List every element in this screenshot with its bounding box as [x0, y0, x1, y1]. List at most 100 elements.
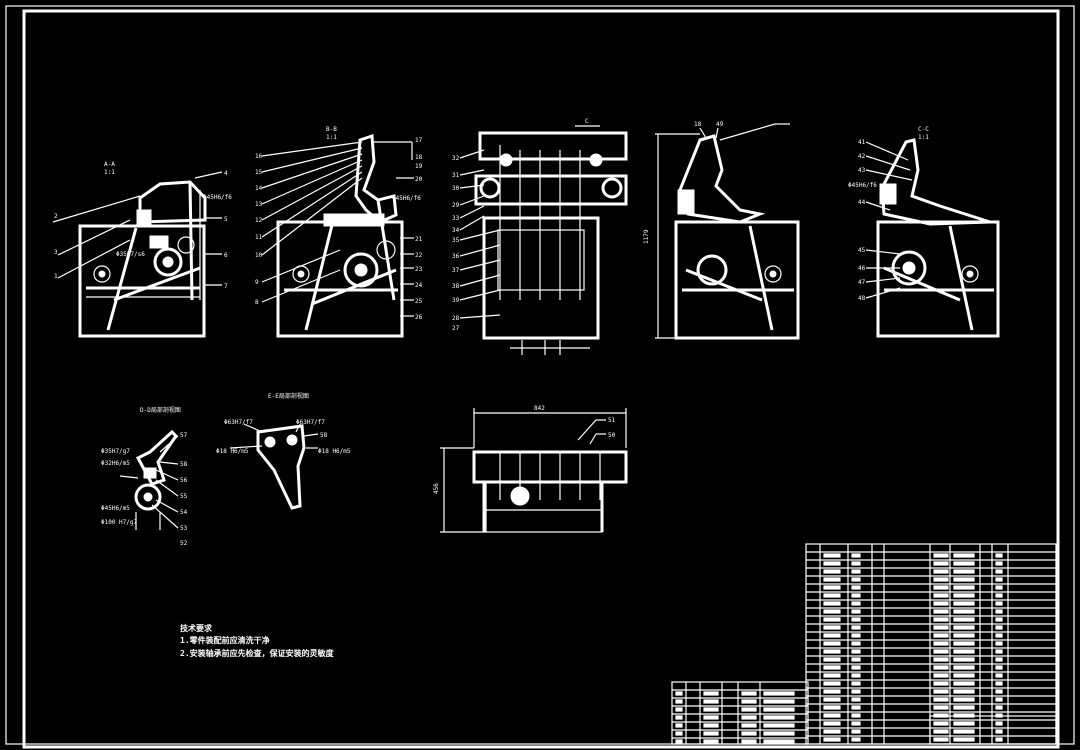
detail-d-d: D-D局部剖视图 57 58 56 55 54 53 52 Φ35H7/g7 Φ…	[101, 406, 188, 547]
table-cell-fill	[933, 737, 949, 742]
table-cell-fill	[953, 633, 975, 638]
table-cell-fill	[953, 657, 975, 662]
label: 10	[255, 252, 263, 259]
label: 14	[255, 185, 263, 192]
table-cell-fill	[933, 633, 949, 638]
table-cell-fill	[823, 729, 841, 734]
table-cell-fill	[953, 561, 975, 566]
table-cell-fill	[995, 697, 1003, 702]
height-dimension-bottom: 456	[433, 483, 440, 494]
fit-label: Φ18 H6/m5	[216, 448, 249, 455]
view-c-scale: 1:1	[918, 134, 929, 141]
table-cell-fill	[851, 633, 861, 638]
table-cell-fill	[763, 691, 795, 696]
label: 21	[415, 236, 423, 243]
label: 50	[608, 432, 616, 439]
view-b-scale: 1:1	[326, 134, 337, 141]
table-cell-fill	[995, 649, 1003, 654]
table-cell-fill	[851, 641, 861, 646]
technical-notes: 技术要求 1.零件装配前应清洗干净 2.安装轴承前应先检查，保证安装的灵敏度	[180, 623, 335, 658]
table-cell-fill	[995, 657, 1003, 662]
table-cell-fill	[851, 561, 861, 566]
table-cell-fill	[703, 723, 719, 728]
label: 18	[415, 154, 423, 161]
width-dimension: 842	[534, 405, 545, 412]
label: 26	[415, 314, 423, 321]
table-cell-fill	[995, 737, 1003, 742]
table-cell-fill	[851, 577, 861, 582]
detail-e-e: E-E局部剖视图 Φ63H7/f7 Φ63H7/f7 Φ18 H6/m5 Φ18…	[216, 392, 351, 510]
label: 58	[320, 432, 328, 439]
table-cell-fill	[823, 553, 841, 558]
fit-label: Φ35H7/g7	[101, 448, 130, 455]
label: 54	[180, 509, 188, 516]
table-cell-fill	[823, 689, 841, 694]
table-cell-fill	[953, 697, 975, 702]
label: 20	[415, 176, 423, 183]
table-cell-fill	[933, 681, 949, 686]
table-cell-fill	[741, 739, 757, 744]
height-dimension: 1179	[643, 229, 650, 244]
label: 19	[415, 163, 423, 170]
table-cell-fill	[933, 553, 949, 558]
table-cell-fill	[933, 577, 949, 582]
table-cell-fill	[933, 721, 949, 726]
table-cell-fill	[995, 721, 1003, 726]
table-cell-fill	[933, 665, 949, 670]
table-cell-fill	[933, 609, 949, 614]
label: 48	[858, 295, 866, 302]
label: 18	[694, 121, 702, 128]
table-cell-fill	[953, 649, 975, 654]
label: 29	[452, 202, 460, 209]
table-cell-fill	[933, 569, 949, 574]
detail-e-title: E-E局部剖视图	[268, 392, 309, 400]
table-cell-fill	[851, 601, 861, 606]
label: 6	[224, 252, 228, 259]
table-cell-fill	[851, 689, 861, 694]
table-cell-fill	[851, 569, 861, 574]
label: 17	[415, 137, 423, 144]
label: 55	[180, 493, 188, 500]
notes-line-1: 1.零件装配前应清洗干净	[180, 635, 270, 645]
label: 4	[224, 170, 228, 177]
label: 27	[452, 325, 460, 332]
table-cell-fill	[933, 689, 949, 694]
table-cell-fill	[823, 633, 841, 638]
table-cell-fill	[995, 633, 1003, 638]
table-cell-fill	[675, 723, 683, 728]
table-cell-fill	[851, 737, 861, 742]
section-marker-c: C	[585, 118, 589, 125]
table-cell-fill	[933, 729, 949, 734]
table-cell-fill	[995, 625, 1003, 630]
label: 23	[415, 266, 423, 273]
label: 34	[452, 227, 460, 234]
label: 16	[255, 153, 263, 160]
label: 52	[180, 540, 188, 547]
table-cell-fill	[741, 715, 757, 720]
label: 12	[255, 217, 263, 224]
label: 58	[180, 461, 188, 468]
table-cell-fill	[995, 705, 1003, 710]
table-cell-fill	[851, 553, 861, 558]
label: 7	[224, 283, 228, 290]
table-cell-fill	[703, 699, 719, 704]
label: 47	[858, 279, 866, 286]
table-cell-fill	[953, 625, 975, 630]
fit-label: Φ63H7/f7	[296, 419, 325, 426]
table-cell-fill	[995, 561, 1003, 566]
table-cell-fill	[703, 739, 719, 744]
table-cell-fill	[741, 691, 757, 696]
label: 41	[858, 139, 866, 146]
table-cell-fill	[823, 673, 841, 678]
table-cell-fill	[823, 657, 841, 662]
parts-list-table	[671, 543, 1057, 745]
notes-line-2: 2.安装轴承前应先检查，保证安装的灵敏度	[180, 648, 335, 658]
table-cell-fill	[823, 713, 841, 718]
table-cell-fill	[851, 705, 861, 710]
table-cell-fill	[953, 737, 975, 742]
detail-d-title: D-D局部剖视图	[140, 406, 181, 414]
view-b-title: B-B	[326, 126, 337, 133]
label: 32	[452, 155, 460, 162]
label: 57	[180, 432, 188, 439]
table-cell-fill	[823, 721, 841, 726]
